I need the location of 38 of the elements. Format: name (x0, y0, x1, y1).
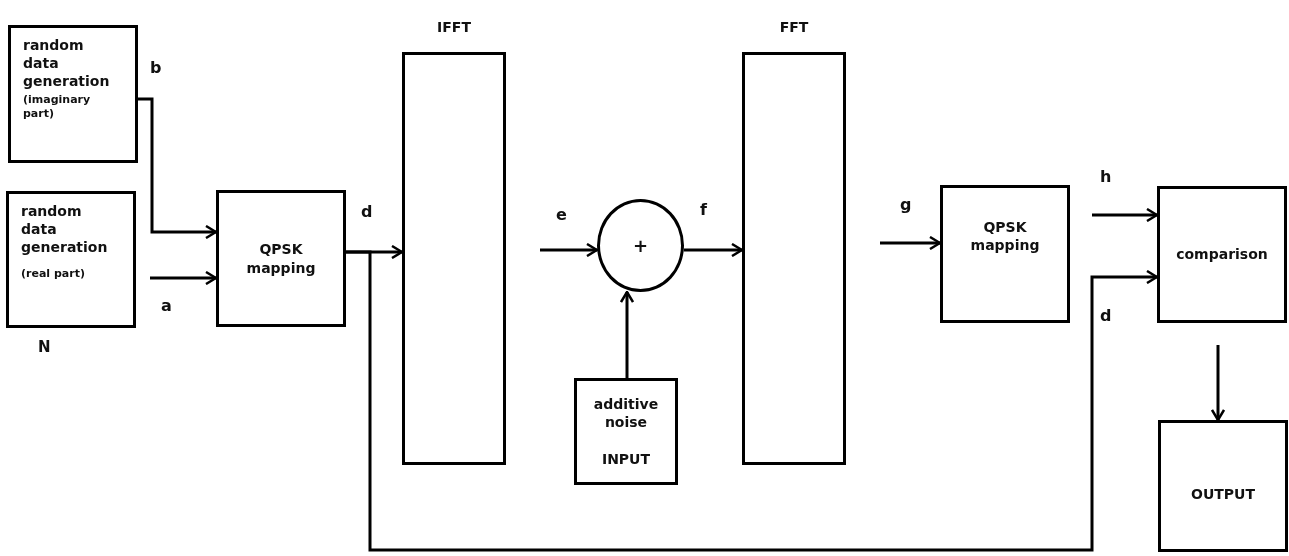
process-box (6, 191, 136, 328)
arrow (540, 242, 599, 258)
process-box (940, 185, 1070, 323)
box-label: (real part) (20, 266, 85, 281)
process-box (216, 190, 346, 327)
box-label: QPSK mapping (245, 240, 317, 277)
process-box (8, 25, 138, 163)
arrow (150, 270, 218, 286)
box-label: OUTPUT (1191, 485, 1255, 504)
edge-label: f (700, 200, 707, 219)
edge-label: e (556, 205, 567, 224)
block-heading: IFFT (436, 19, 472, 35)
box-label: QPSK mapping (969, 218, 1041, 255)
edge-label: b (150, 58, 162, 77)
arrow (880, 235, 942, 251)
edge-label: a (161, 296, 172, 315)
arrow (1092, 207, 1159, 223)
process-box (1157, 186, 1287, 323)
edge-label: g (900, 195, 912, 214)
edge-label: d (1100, 306, 1112, 325)
box-label: random data generation (20, 202, 109, 257)
process-box (1158, 420, 1288, 552)
arrow (619, 290, 635, 378)
box-label: (imaginary part) (22, 92, 92, 122)
box-label: random data generation (22, 36, 111, 91)
process-box (574, 378, 678, 485)
box-label: comparison (1176, 245, 1268, 264)
arrow (684, 242, 744, 258)
block-caption: N (38, 338, 51, 356)
edge-label: d (361, 202, 373, 221)
arrow (138, 97, 218, 240)
block-heading: FFT (778, 19, 810, 35)
edge-label: h (1100, 167, 1112, 186)
plus-sign: + (632, 233, 649, 258)
arrow (346, 250, 1159, 552)
box-label: INPUT (601, 449, 651, 468)
arrow (1210, 345, 1226, 422)
box-label: additive noise (592, 395, 660, 432)
